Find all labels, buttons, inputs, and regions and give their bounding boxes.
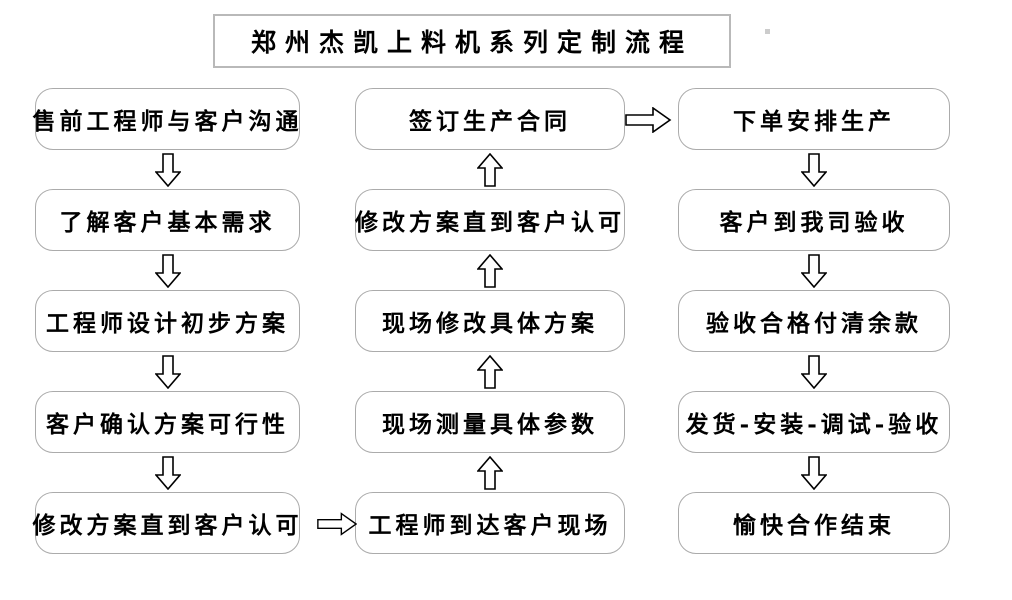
up-arrow-icon (477, 354, 503, 389)
connector-gap (678, 352, 950, 391)
down-arrow-icon (154, 354, 181, 389)
step-engineer-arrives-onsite: 工程师到达客户现场 (355, 492, 625, 554)
down-arrow-icon (154, 455, 181, 490)
step-understand-needs: 了解客户基本需求 (35, 189, 300, 251)
connector-gap (355, 352, 625, 391)
middle-flow-column: 签订生产合同 修改方案直到客户认可 现场修改具体方案 现场测量具体参数 工程师到… (355, 88, 625, 554)
step-happy-cooperation-end: 愉快合作结束 (678, 492, 950, 554)
step-initial-design: 工程师设计初步方案 (35, 290, 300, 352)
step-pay-balance-after-acceptance: 验收合格付清余款 (678, 290, 950, 352)
step-modify-plan-onsite: 现场修改具体方案 (355, 290, 625, 352)
step-place-order-production: 下单安排生产 (678, 88, 950, 150)
down-arrow-icon (801, 152, 827, 187)
step-revise-plan-until-approved-onsite: 修改方案直到客户认可 (355, 189, 625, 251)
right-flow-column: 下单安排生产 客户到我司验收 验收合格付清余款 发货-安装-调试-验收 愉快合作… (678, 88, 950, 554)
connector-gap (678, 251, 950, 290)
connector-gap (355, 453, 625, 492)
connector-gap (35, 453, 300, 492)
up-arrow-icon (477, 253, 503, 288)
down-arrow-icon (801, 354, 827, 389)
left-flow-column: 售前工程师与客户沟通 了解客户基本需求 工程师设计初步方案 客户确认方案可行性 … (33, 88, 300, 554)
connector-gap (678, 150, 950, 189)
right-arrow-icon (317, 512, 357, 536)
stray-dot (765, 29, 770, 34)
connector-gap (35, 251, 300, 290)
connector-gap (355, 251, 625, 290)
down-arrow-icon (801, 253, 827, 288)
step-measure-parameters-onsite: 现场测量具体参数 (355, 391, 625, 453)
step-revise-until-approved: 修改方案直到客户认可 (33, 492, 300, 554)
connector-gap (35, 150, 300, 189)
up-arrow-icon (477, 455, 503, 490)
step-ship-install-debug-accept: 发货-安装-调试-验收 (678, 391, 950, 453)
step-customer-acceptance-visit: 客户到我司验收 (678, 189, 950, 251)
right-arrow-icon (625, 107, 672, 133)
page-title: 郑州杰凯上料机系列定制流程 (250, 28, 693, 57)
connector-gap (35, 352, 300, 391)
up-arrow-icon (477, 152, 503, 187)
title-box: 郑州杰凯上料机系列定制流程 (213, 14, 731, 68)
step-presales-communication: 售前工程师与客户沟通 (33, 88, 300, 150)
down-arrow-icon (154, 152, 181, 187)
step-confirm-feasibility: 客户确认方案可行性 (35, 391, 300, 453)
step-sign-contract: 签订生产合同 (355, 88, 625, 150)
down-arrow-icon (154, 253, 181, 288)
down-arrow-icon (801, 455, 827, 490)
connector-gap (678, 453, 950, 492)
connector-gap (355, 150, 625, 189)
